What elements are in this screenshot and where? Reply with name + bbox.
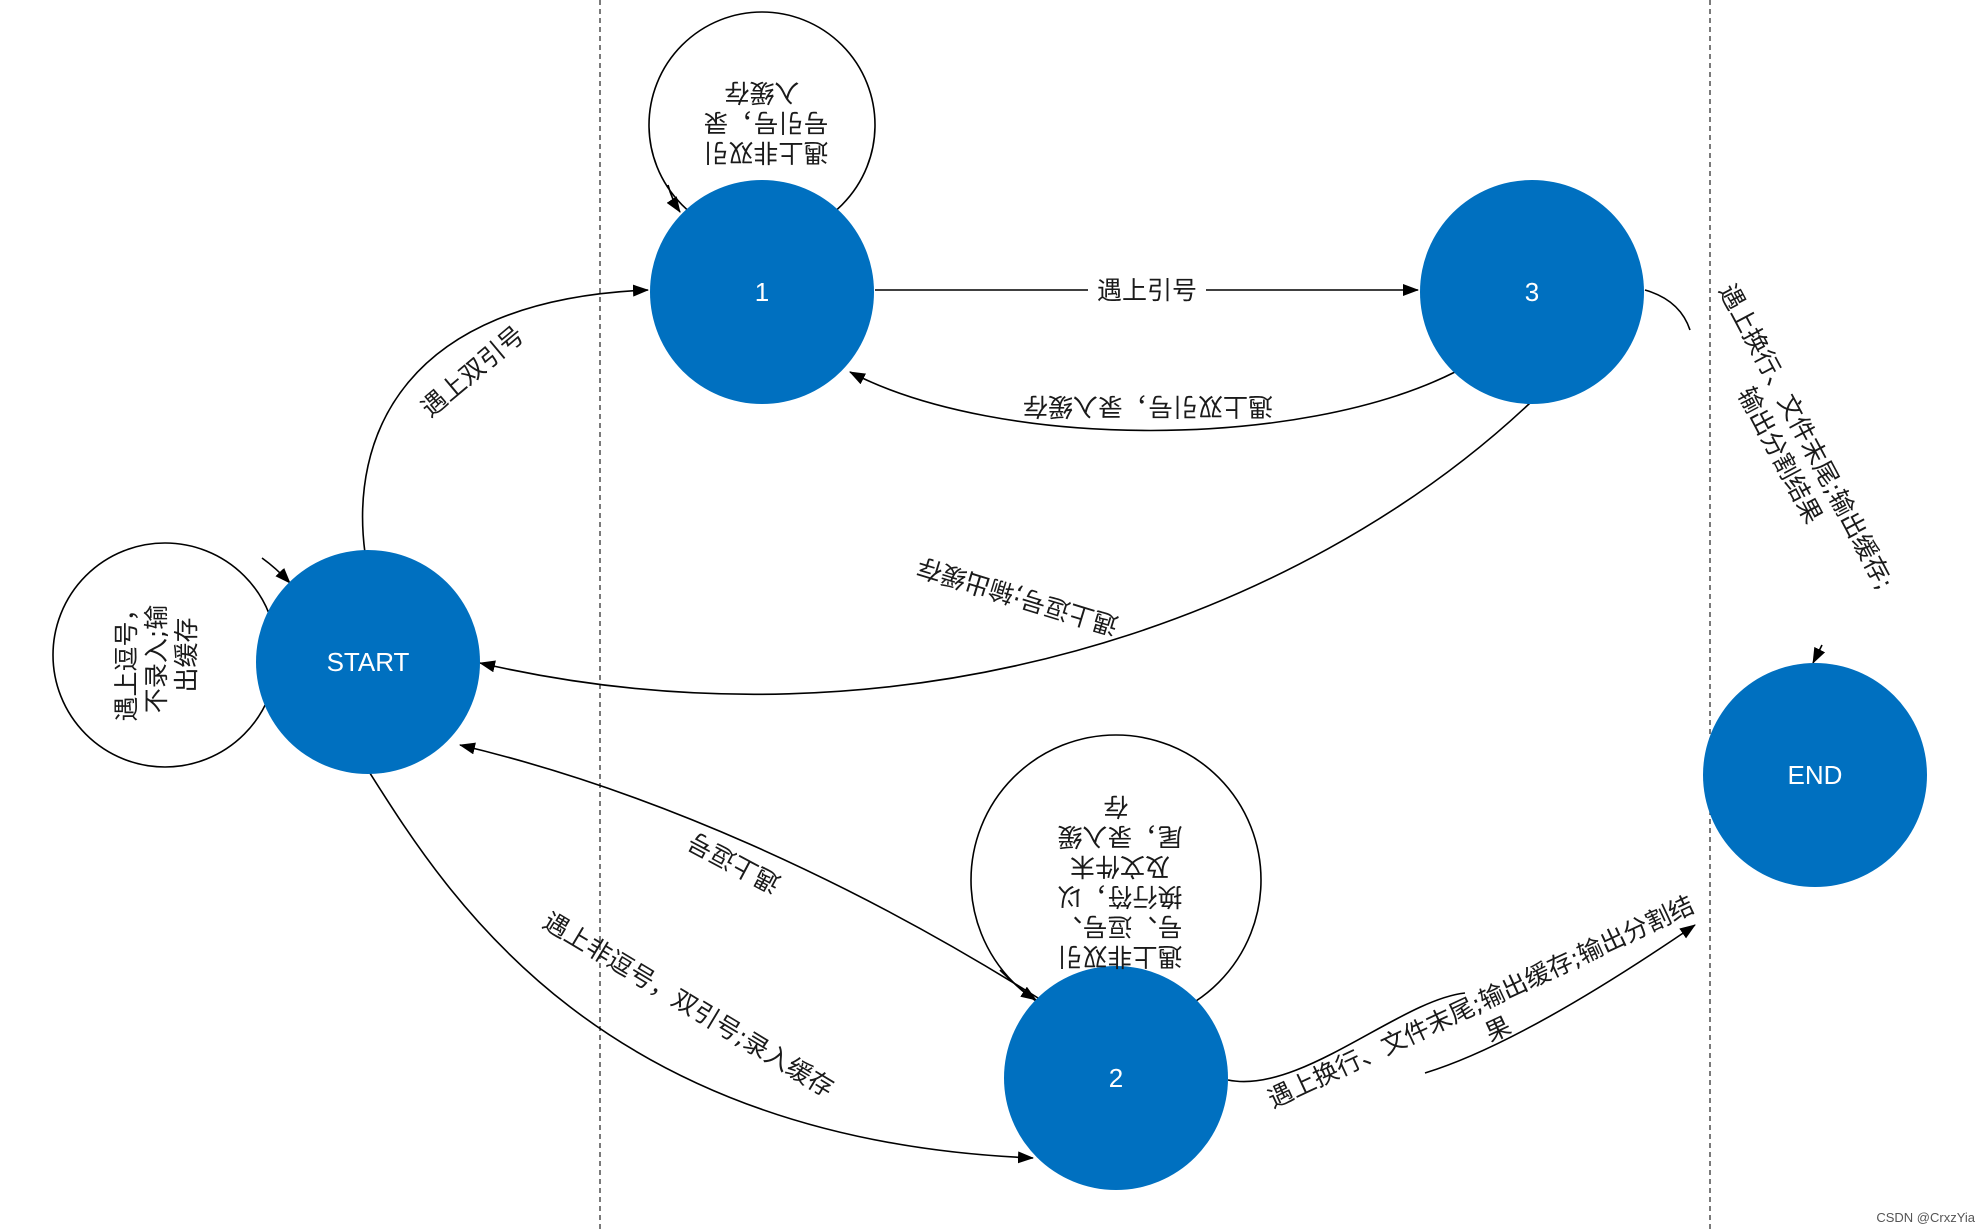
edge-3-to-end-arrowhead [1812,644,1826,664]
state-start-label: START [327,647,410,677]
edge-3-to-1 [849,371,1456,432]
state-2-label: 2 [1109,1063,1123,1093]
svg-text:遇上换行、文件末尾;输出缓存;输出分割结 果: 遇上换行、文件末尾;输出缓存;输出分割结 果 [1263,887,1719,1143]
label-start-to-2: 遇上非逗号，双引号;录入缓存 [538,906,839,1103]
svg-text:遇上逗号， 不录入;输 出缓存: 遇上逗号， 不录入;输 出缓存 [112,589,201,722]
label-2-to-end-line-1: 遇上换行、文件末尾;输出缓存;输出分割结 [1263,890,1698,1114]
state-3-label: 3 [1525,277,1539,307]
label-2-to-end-line-2: 果 [1480,1011,1515,1048]
edge-3-to-end [1644,289,1691,331]
self-loop-1-label: 遇上非双引 号引号，录 入缓存 [696,78,829,167]
label-1-to-3-bg [1088,270,1206,306]
self-loop-1-line-3: 入缓存 [724,78,799,107]
label-3-to-1: 遇上双引号，录入缓存 [1023,392,1273,421]
state-2 [1004,966,1228,1190]
label-1-to-3: 遇上引号 [1097,276,1197,305]
state-1-label: 1 [755,277,769,307]
self-loop-2-line-2: 号、逗号、 [1057,912,1182,941]
self-loop-2-line-5: 尾，录入缓 [1057,822,1182,851]
self-loop-2-label: 遇上非双引 号、逗号、 换行符，以 及文件末 尾，录入缓 存 [1050,792,1183,971]
label-2-to-end: 遇上换行、文件末尾;输出缓存;输出分割结 果 [1263,887,1719,1143]
state-1 [650,180,874,404]
state-start [256,550,480,774]
watermark: CSDN @CrxzYia [1876,1210,1975,1225]
self-loop-start-line-3: 出缓存 [172,617,201,692]
label-3-to-start: 遇上逗号;输出缓存 [914,552,1122,641]
edge-2-to-end-tail [1424,924,1696,1074]
label-start-to-1: 遇上双引号 [415,320,529,423]
self-loop-2-line-3: 换行符，以 [1057,882,1182,911]
edge-2-to-start [459,742,1039,999]
edge-3-to-start [479,402,1531,696]
edge-start-to-1 [361,284,649,554]
edge-start-to-2 [367,769,1034,1164]
svg-text:遇上换行、文件末尾;输出缓存; 输出分割结果: 遇上换行、文件末尾;输出缓存; 输出分割结果 [1685,279,1903,617]
self-loop-1-arrowhead [666,184,681,213]
state-end-label: END [1788,760,1843,790]
self-loop-start-line-1: 遇上逗号， [112,596,141,721]
svg-text:遇上非双引 号引号，录 入缓存: 遇上非双引 号引号，录 入缓存 [696,78,829,167]
self-loop-2-line-6: 存 [1103,792,1128,821]
svg-text:遇上非双引 号、逗号、 换行符，以: 遇上非双引 号、逗号、 换行符，以 及文件末 尾，录入缓 存 [1050,792,1183,971]
self-loop-1-line-1: 遇上非双引 [703,138,828,167]
label-3-to-end: 遇上换行、文件末尾;输出缓存; 输出分割结果 [1685,279,1903,617]
edge-2-to-end [1227,992,1466,1083]
state-end [1703,663,1927,887]
self-loop-1-line-2: 号引号，录 [703,108,828,137]
self-loop-start-label: 遇上逗号， 不录入;输 出缓存 [112,589,201,722]
self-loop-2-line-1: 遇上非双引 [1057,942,1182,971]
state-3 [1420,180,1644,404]
label-3-to-end-line-1: 遇上换行、文件末尾;输出缓存; [1713,279,1899,594]
self-loop-start-line-2: 不录入;输 [142,605,171,713]
self-loop-start-arrowhead [261,557,291,584]
self-loop-2-line-4: 及文件末 [1070,852,1170,881]
